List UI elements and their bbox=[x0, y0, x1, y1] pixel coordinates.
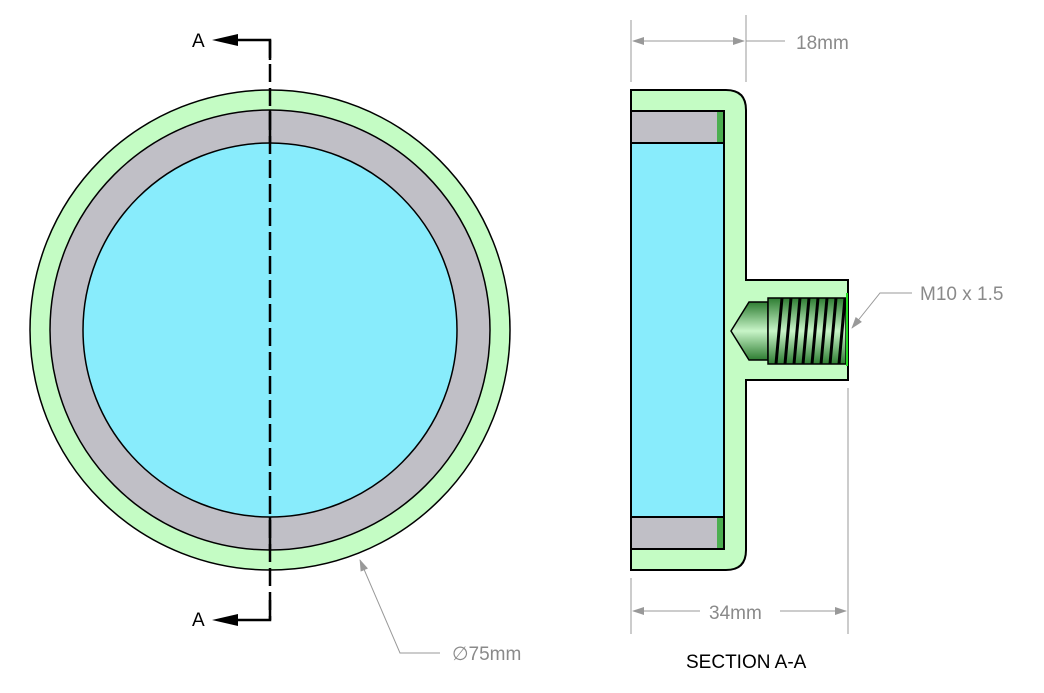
thread-label: M10 x 1.5 bbox=[920, 284, 1003, 305]
diameter-dimension: ∅75mm bbox=[359, 559, 521, 665]
length-dimension bbox=[630, 388, 849, 634]
ring-top bbox=[630, 110, 725, 144]
front-view: A A ∅75mm bbox=[29, 31, 521, 665]
section-title: SECTION A-A bbox=[686, 652, 807, 673]
section-arrow-bottom: A bbox=[192, 600, 272, 631]
diameter-label: ∅75mm bbox=[452, 644, 521, 665]
section-label-top: A bbox=[192, 31, 205, 52]
magnet-section bbox=[630, 142, 725, 518]
ring-bottom bbox=[630, 516, 725, 550]
thickness-label: 18mm bbox=[796, 33, 849, 54]
thickness-dimension bbox=[630, 15, 785, 82]
threaded-hole bbox=[730, 293, 848, 366]
section-view: 18mm 34mm M10 x 1.5 SECTION A-A bbox=[630, 15, 1003, 673]
length-label: 34mm bbox=[709, 603, 762, 624]
section-arrow-top: A bbox=[192, 31, 272, 60]
section-label-bottom: A bbox=[192, 610, 205, 631]
thread-callout: M10 x 1.5 bbox=[851, 284, 1003, 329]
